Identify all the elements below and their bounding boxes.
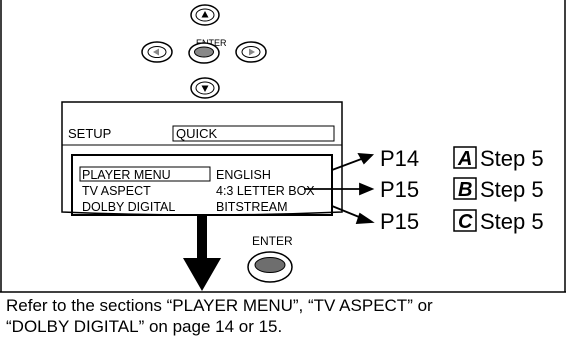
setup-label: SETUP <box>68 126 111 141</box>
big-down-arrow-icon <box>183 214 221 291</box>
arrow-down-icon <box>201 85 209 92</box>
remote-dpad: ENTER <box>141 4 267 99</box>
reference-letter: B <box>458 179 472 201</box>
reference-letter: C <box>458 211 473 233</box>
up-button[interactable] <box>190 4 220 26</box>
menu-row-value: 4:3 LETTER BOX <box>216 184 315 198</box>
reference-letter: A <box>457 148 472 170</box>
reference-c: P15 C Step 5 <box>380 209 544 234</box>
menu-cursor-box <box>79 166 211 182</box>
screen-outline <box>61 101 343 216</box>
enter-button[interactable] <box>247 251 293 283</box>
arrow-line <box>331 157 365 171</box>
down-button[interactable] <box>190 77 220 99</box>
reference-step: Step 5 <box>480 209 544 234</box>
caption-line: Refer to the sections “PLAYER MENU”, “TV… <box>6 296 433 315</box>
enter-pad-button[interactable] <box>188 42 220 64</box>
reference-page: P14 <box>380 146 419 171</box>
reference-page: P15 <box>380 177 419 202</box>
menu-row-label: PLAYER MENU <box>82 168 171 182</box>
reference-step: Step 5 <box>480 177 544 202</box>
arrowhead-icon <box>359 182 375 196</box>
menu-row-label: DOLBY DIGITAL <box>82 200 175 214</box>
arrow-right-icon <box>249 48 255 56</box>
arrow-left-icon <box>153 48 159 56</box>
reference-step: Step 5 <box>480 146 544 171</box>
menu-row-value: ENGLISH <box>216 168 271 182</box>
dpad-enter-label: ENTER <box>196 38 227 48</box>
menu-row-value: BITSTREAM <box>216 200 288 214</box>
arrowhead-icon <box>357 152 375 165</box>
left-button[interactable] <box>141 41 173 63</box>
reference-page: P15 <box>380 209 419 234</box>
enter-button-label: ENTER <box>252 234 293 248</box>
reference-arrows <box>304 152 375 224</box>
right-button[interactable] <box>235 41 267 63</box>
reference-letter-box <box>453 146 477 169</box>
caption: Refer to the sections “PLAYER MENU”, “TV… <box>6 295 562 337</box>
caption-line: “DOLBY DIGITAL” on page 14 or 15. <box>6 317 283 336</box>
menu-row-label: TV ASPECT <box>82 184 151 198</box>
reference-letter-box <box>453 177 477 200</box>
tv-screen: SETUP QUICK PLAYER MENU ENGLISH TV ASPEC… <box>61 101 343 216</box>
reference-list: P14 A Step 5 P15 B Step 5 P15 C Step 5 <box>380 146 544 234</box>
reference-b: P15 B Step 5 <box>380 177 544 202</box>
quick-mode-box <box>172 125 335 142</box>
quick-mode-label: QUICK <box>176 126 218 141</box>
arrow-up-icon <box>201 11 209 18</box>
arrowhead-icon <box>355 212 375 224</box>
reference-a: P14 A Step 5 <box>380 146 544 171</box>
reference-letter-box <box>453 209 477 232</box>
